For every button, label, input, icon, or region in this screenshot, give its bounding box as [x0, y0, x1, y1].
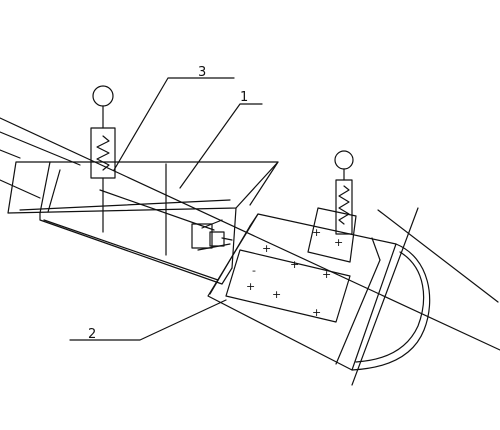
coupling-bracket: [191, 219, 233, 251]
plus-mark: +: [272, 288, 281, 301]
construction-lines: [0, 117, 500, 386]
plus-mark: +: [246, 280, 255, 293]
right-hanger: [334, 150, 354, 235]
top-bracket: [307, 207, 357, 263]
plus-mark: +: [334, 236, 343, 249]
plus-mark: +: [290, 258, 299, 271]
plus-mark: +: [322, 268, 331, 281]
left-hanger: [90, 85, 116, 179]
chute-body: [7, 161, 279, 285]
plus-mark: +: [312, 226, 321, 239]
polarity-marks: + + + - + + + + +: [246, 226, 343, 319]
plus-mark: +: [312, 306, 321, 319]
minus-mark: -: [252, 264, 256, 277]
callout-2-label: 2: [88, 327, 96, 342]
plus-mark: +: [262, 242, 271, 255]
callout-leaders: [69, 77, 263, 341]
callout-1-label: 1: [240, 90, 248, 105]
callout-3-label: 3: [198, 65, 206, 80]
